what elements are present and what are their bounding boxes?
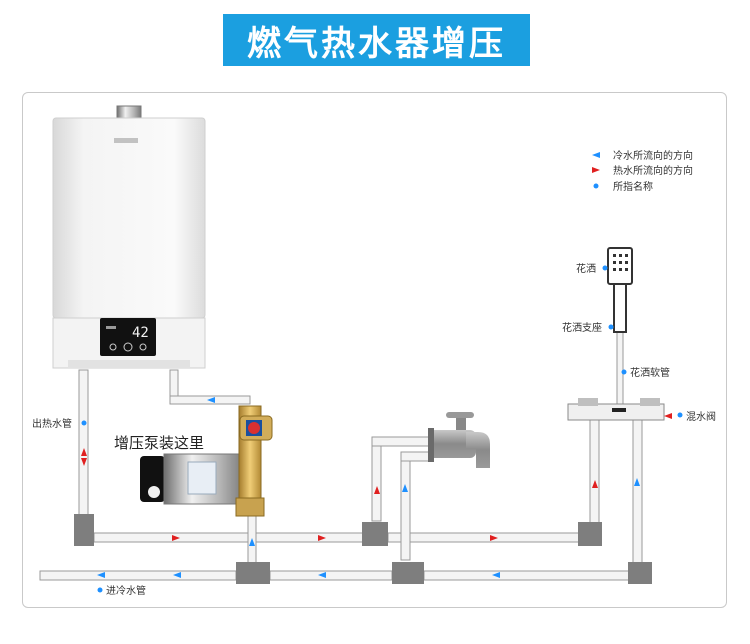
fittings bbox=[74, 514, 652, 584]
cold-arrow-pump-riser bbox=[249, 538, 255, 546]
label-cold-inlet: 进冷水管 bbox=[106, 584, 146, 597]
cold-main-pipe-3 bbox=[423, 570, 631, 581]
legend-pointer-icon bbox=[593, 183, 599, 189]
hot-main-pipe-right bbox=[387, 532, 589, 543]
mixer-cold-riser bbox=[632, 419, 643, 569]
elbow-mixer-hot bbox=[578, 522, 602, 546]
mixer-center-mark bbox=[612, 408, 626, 412]
faucet-spout bbox=[466, 432, 490, 468]
shower-head bbox=[607, 247, 633, 285]
pointer-dot-cold-inlet bbox=[97, 587, 103, 593]
tee-faucet-cold bbox=[392, 562, 424, 584]
mixer-hot-riser bbox=[589, 419, 600, 524]
booster-pump bbox=[140, 405, 273, 517]
shower bbox=[607, 247, 633, 333]
tee-pump-cold bbox=[236, 562, 270, 584]
hot-outlet-pipe bbox=[78, 369, 89, 527]
label-mixing-valve: 混水阀 bbox=[686, 410, 716, 423]
legend-hot-label: 热水所流向的方向 bbox=[613, 164, 693, 177]
mixer-knob-right bbox=[640, 398, 660, 406]
legend-cold-icon bbox=[592, 152, 600, 158]
pump-fan-mark bbox=[148, 486, 160, 498]
pointer-dot-hot-outlet bbox=[81, 420, 87, 426]
elbow-hot-left bbox=[74, 514, 94, 546]
mixer-knob-left bbox=[578, 398, 598, 406]
legend-pointer-label: 所指名称 bbox=[613, 180, 653, 193]
hot-arrow-outlet-up bbox=[81, 448, 87, 456]
cold-arrow-main-4 bbox=[492, 572, 500, 578]
hot-arrow-main-2 bbox=[318, 535, 326, 541]
faucet-body bbox=[428, 430, 476, 458]
flow-arrows bbox=[81, 397, 672, 578]
pointer-dot-shower-hose bbox=[621, 369, 627, 375]
heater-button-3 bbox=[139, 343, 147, 351]
faucet-hot-riser bbox=[371, 436, 382, 522]
heater-upper-body bbox=[52, 117, 206, 319]
label-shower: 花洒 bbox=[576, 262, 596, 275]
pointer-dots bbox=[81, 265, 683, 593]
faucet-hot-horizontal bbox=[371, 436, 433, 447]
pump-union-nut bbox=[235, 497, 265, 517]
heater-logo bbox=[114, 138, 138, 143]
faucet-flange bbox=[428, 428, 434, 462]
label-hot-outlet: 出热水管 bbox=[32, 417, 72, 430]
faucet-cold-riser bbox=[400, 451, 411, 561]
heater-base bbox=[68, 360, 190, 368]
faucet bbox=[428, 412, 490, 468]
hot-arrow-main-3 bbox=[490, 535, 498, 541]
heater-button-2 bbox=[123, 342, 133, 352]
legend: 冷水所流向的方向 热水所流向的方向 所指名称 bbox=[592, 149, 693, 193]
label-pump: 增压泵装这里 bbox=[114, 434, 204, 452]
faucet-cold-horizontal bbox=[400, 451, 433, 462]
legend-hot-icon bbox=[592, 167, 600, 173]
heater-display-indicator bbox=[106, 326, 116, 329]
shower-head-holes bbox=[613, 254, 628, 271]
page-title: 燃气热水器增压 bbox=[223, 14, 530, 66]
pump-label-plate bbox=[187, 461, 217, 495]
cold-arrow-heater-inlet bbox=[207, 397, 215, 403]
hot-arrow-mixer-riser bbox=[592, 480, 598, 488]
cold-arrow-main-1 bbox=[97, 572, 105, 578]
cold-main-pipe-1 bbox=[39, 570, 237, 581]
hot-arrow-faucet-riser bbox=[374, 486, 380, 494]
label-shower-holder: 花洒支座 bbox=[562, 321, 602, 334]
pointer-dot-mixing-valve bbox=[677, 412, 683, 418]
cold-arrow-mixer-riser bbox=[634, 478, 640, 486]
pump-switch-indicator-icon bbox=[248, 422, 260, 434]
hot-arrow-outlet-down bbox=[81, 458, 87, 466]
elbow-mixer-cold bbox=[628, 562, 652, 584]
heater-button-1 bbox=[109, 343, 117, 351]
heater-display-temp: 42 bbox=[132, 325, 149, 341]
faucet-handle bbox=[446, 412, 474, 418]
cold-arrow-main-3 bbox=[318, 572, 326, 578]
labels: 出热水管 进冷水管 增压泵装这里 花洒 花洒支座 花洒软管 混水阀 bbox=[32, 262, 716, 597]
mixing-valve bbox=[567, 398, 665, 421]
legend-cold-label: 冷水所流向的方向 bbox=[613, 149, 693, 162]
label-shower-hose: 花洒软管 bbox=[630, 366, 670, 379]
cold-arrow-main-2 bbox=[173, 572, 181, 578]
cold-main-pipe-2 bbox=[269, 570, 393, 581]
tee-faucet-hot bbox=[362, 522, 388, 546]
water-heater: 42 bbox=[52, 105, 206, 369]
pointer-dot-shower bbox=[602, 265, 608, 271]
hot-arrow-main-1 bbox=[172, 535, 180, 541]
faucet-stem bbox=[456, 418, 466, 432]
pointer-dot-shower-holder bbox=[608, 324, 614, 330]
cold-arrow-faucet-riser bbox=[402, 484, 408, 492]
shower-handle bbox=[613, 283, 627, 333]
hot-arrow-mixer-bar bbox=[664, 413, 672, 419]
